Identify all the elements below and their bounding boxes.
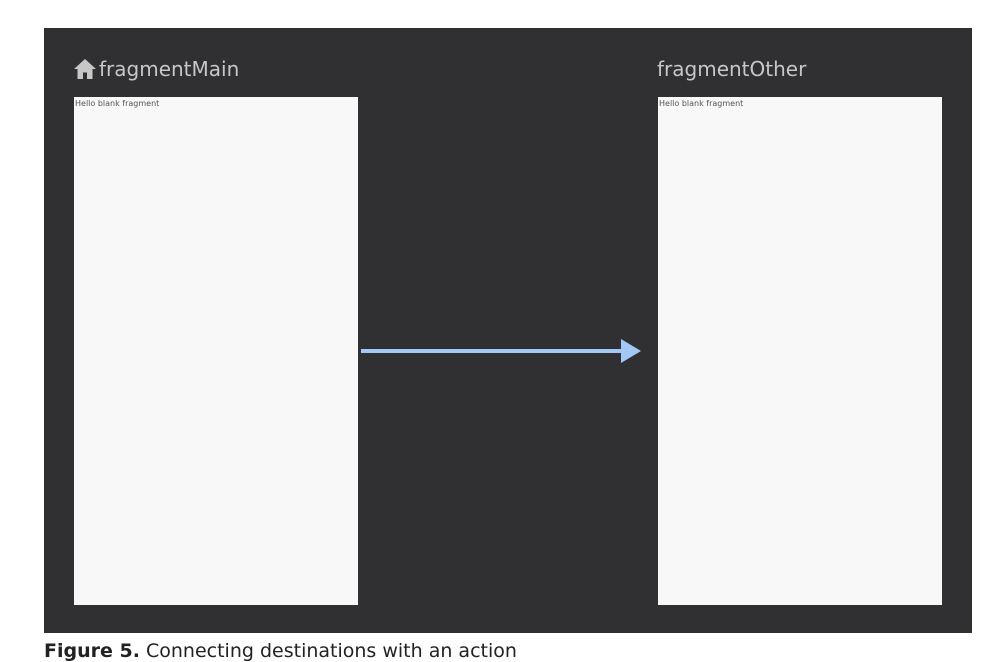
screen-text: Hello blank fragment (659, 99, 744, 108)
figure-caption-text: Connecting destinations with an action (145, 640, 517, 662)
home-icon (73, 58, 97, 80)
destination-screen-preview[interactable]: Hello blank fragment (658, 97, 942, 605)
figure-label: Figure 5. (44, 640, 140, 662)
destination-title-label: fragmentOther (657, 57, 807, 81)
navigation-editor-canvas[interactable]: fragmentMain Hello blank fragment fragme… (44, 28, 972, 633)
destination-title: fragmentMain (73, 56, 239, 82)
destination-screen-preview[interactable]: Hello blank fragment (74, 97, 358, 605)
destination-title-label: fragmentMain (99, 57, 240, 81)
screen-text: Hello blank fragment (75, 99, 160, 108)
figure-caption: Figure 5. Connecting destinations with a… (44, 640, 517, 662)
destination-title: fragmentOther (657, 56, 806, 82)
action-arrow[interactable] (361, 338, 643, 364)
